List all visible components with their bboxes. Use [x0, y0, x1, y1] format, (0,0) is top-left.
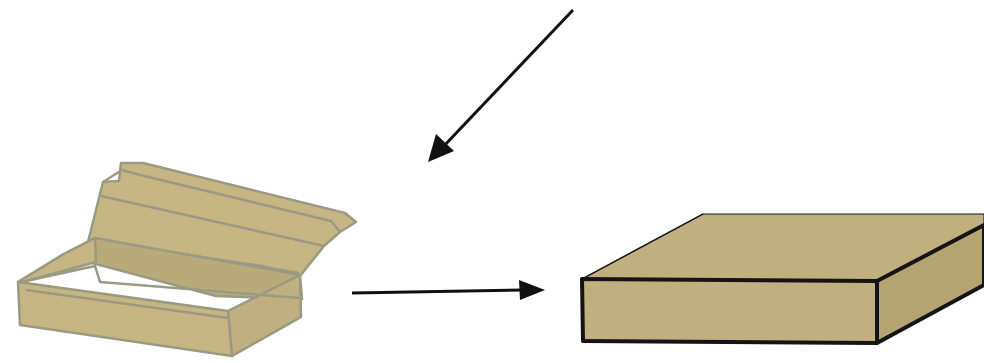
open-box-front-wall	[16, 280, 234, 358]
closed-box-top-edge	[581, 213, 704, 280]
diagonal-arrow-shaft	[440, 8, 575, 150]
horizontal-arrow-head	[519, 280, 545, 300]
horizontal-arrow	[351, 280, 545, 300]
closed-box-front	[580, 277, 879, 345]
open-box-left-wall	[16, 236, 98, 284]
open-box-lid-fold	[102, 168, 341, 233]
open-box-front-rim	[25, 264, 301, 300]
open-box-lid-crease	[100, 194, 325, 248]
horizontal-arrow-shaft	[351, 288, 523, 295]
diagonal-arrow	[428, 8, 575, 162]
open-box-front-inner	[25, 288, 229, 320]
open-box-icon	[16, 161, 358, 358]
closed-box-icon	[580, 213, 984, 345]
diagonal-arrow-head	[428, 134, 454, 162]
